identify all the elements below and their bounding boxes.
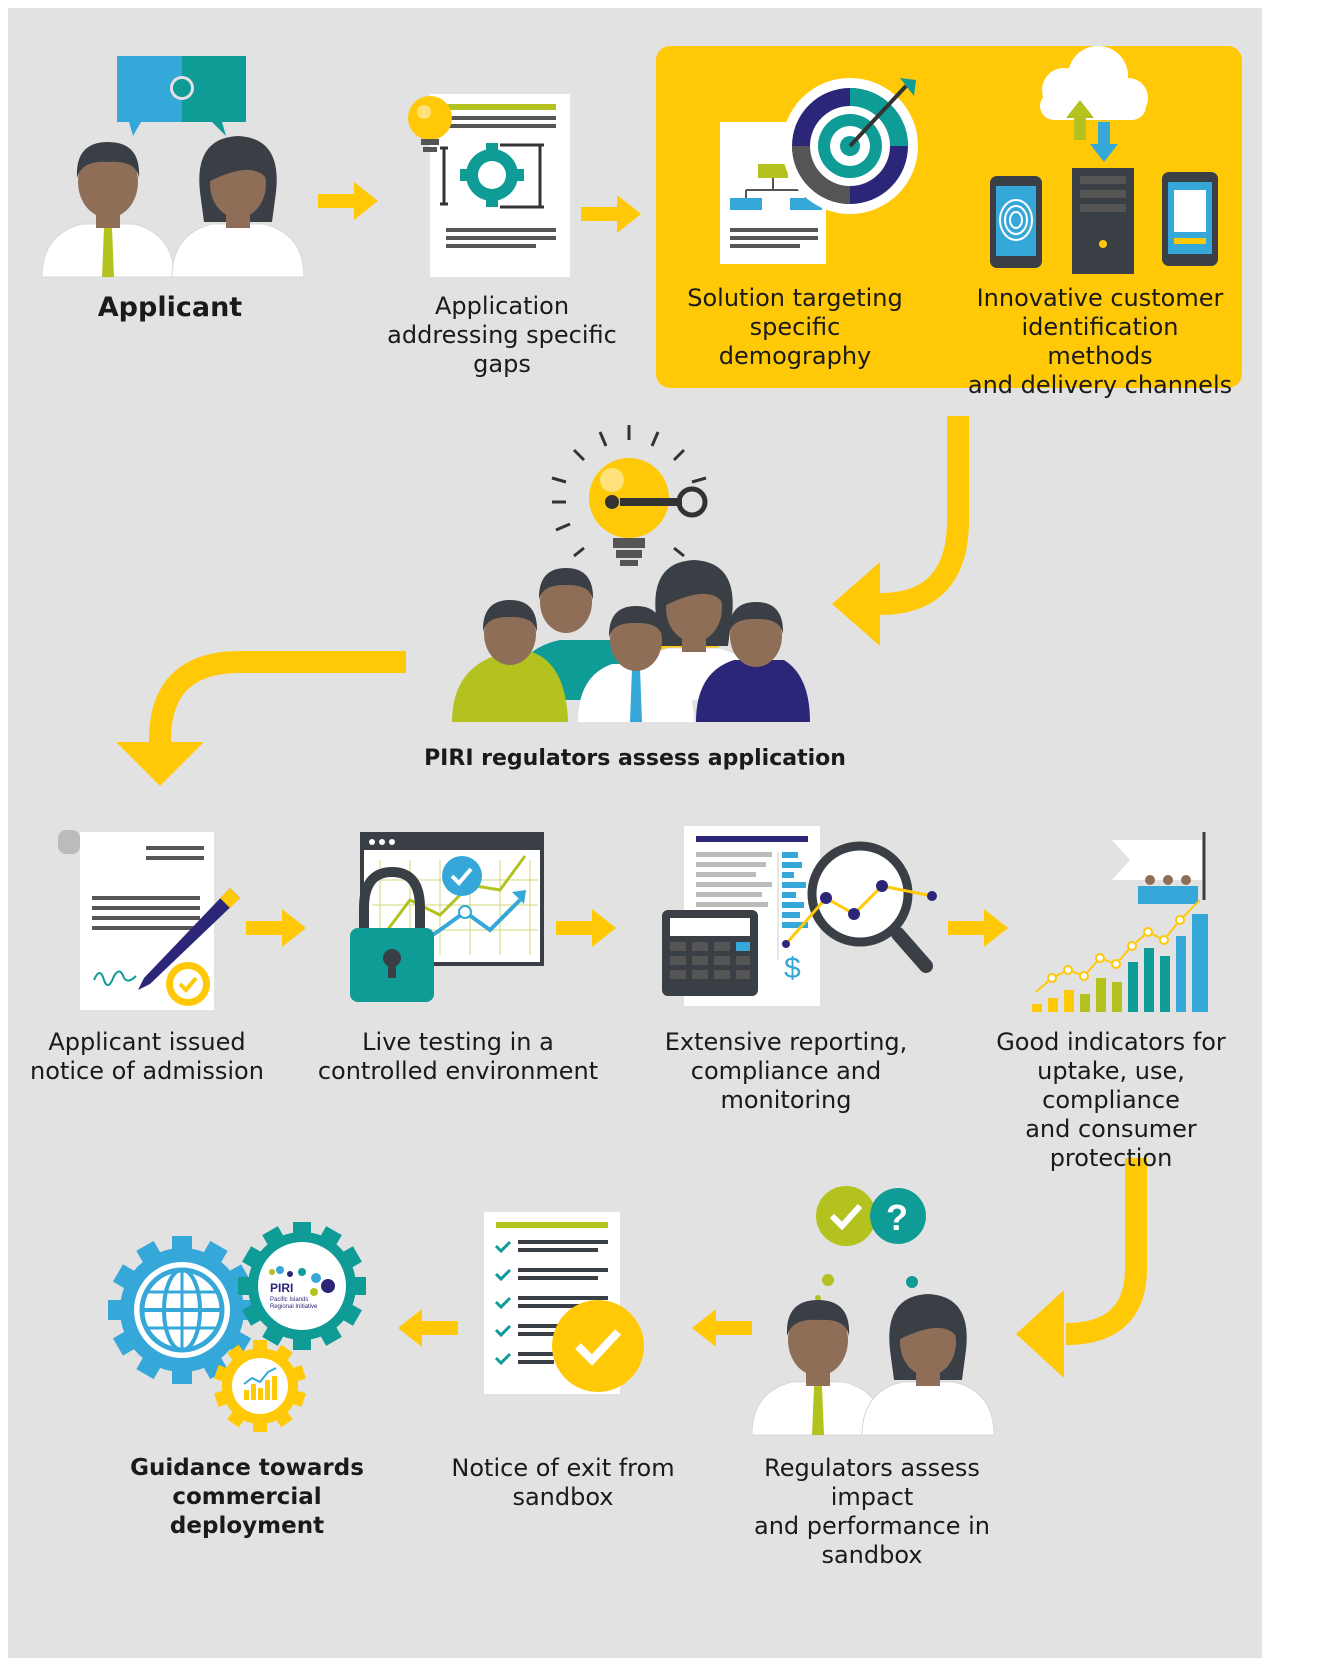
- signed-document-pen-icon: [58, 830, 240, 1010]
- calculator-magnifier-icon: $: [662, 826, 937, 1006]
- group-lightbulb-key-icon: [452, 425, 810, 722]
- piri-logo-tagline-2: Regional Initiative: [270, 1304, 318, 1310]
- step-label-reporting: Extensive reporting, compliance and moni…: [664, 1028, 908, 1114]
- growth-bars-flag-icon: [1032, 832, 1208, 1012]
- svg-text:$: $: [784, 952, 801, 985]
- piri-logo-text: PIRI: [270, 1281, 293, 1295]
- curve-arrow-1: [872, 416, 969, 615]
- curve-arrow-3: [1065, 1158, 1147, 1345]
- checklist-document-icon: [484, 1212, 644, 1394]
- cloud-devices-icon: [990, 46, 1218, 274]
- two-people-speech-bubble-icon: [41, 56, 305, 278]
- gears-globe-icon: PIRI Pacific Islands Regional Initiative: [108, 1222, 366, 1432]
- piri-logo-tagline-1: Pacific Islands: [270, 1297, 308, 1303]
- step-label-applicant: Applicant: [97, 292, 243, 323]
- step-label-indicators: Good indicators for uptake, use, complia…: [996, 1028, 1226, 1172]
- curve-arrow-2: [149, 651, 406, 752]
- step-label-assess-impact: Regulators assess impact and performance…: [754, 1454, 990, 1569]
- step-label-regulators-assess: PIRI regulators assess application: [424, 746, 846, 771]
- target-document-icon: [720, 78, 918, 264]
- step-label-innovative: Innovative customer identification metho…: [967, 284, 1233, 399]
- step-label-notice-admission: Applicant issued notice of admission: [30, 1028, 264, 1085]
- padlock-chart-icon: [350, 832, 544, 1002]
- step-label-notice-exit: Notice of exit from sandbox: [451, 1454, 675, 1511]
- step-label-live-testing: Live testing in a controlled environment: [317, 1028, 599, 1085]
- two-people-check-question-icon: ?: [751, 1186, 995, 1436]
- step-label-solution: Solution targeting specific demography: [687, 284, 903, 370]
- document-gear-lightbulb-icon: [408, 94, 570, 277]
- step-label-application: Application addressing specific gaps: [387, 292, 617, 378]
- svg-text:?: ?: [886, 1197, 908, 1238]
- step-label-guidance: Guidance towards commercial deployment: [130, 1455, 364, 1539]
